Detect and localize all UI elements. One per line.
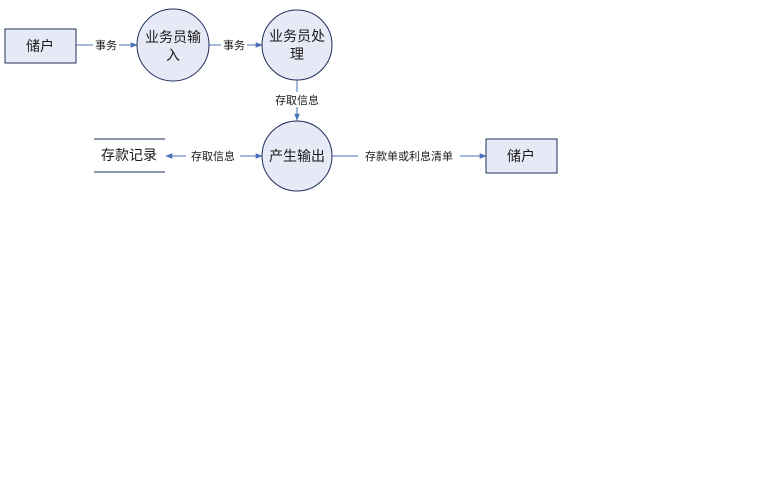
entity-depositor-left: 储户 (4, 28, 77, 64)
entity-depositor-right-label: 储户 (507, 148, 535, 165)
process-produce-output-label: 产生输出 (269, 149, 325, 165)
entity-depositor-left-label: 储户 (26, 38, 54, 55)
flow-label-deposit-slip-or-interest: 存款单或利息清单 (365, 149, 453, 163)
entity-depositor-right: 储户 (485, 138, 558, 174)
process-clerk-processing-label-line2: 理 (290, 47, 304, 63)
process-clerk-input-label-line1: 业务员输 (145, 30, 201, 46)
process-clerk-input: 业务员输 入 (136, 8, 210, 82)
process-produce-output: 产生输出 (261, 120, 333, 192)
process-clerk-input-label-line2: 入 (166, 48, 180, 64)
store-deposit-record: 存款记录 (94, 138, 165, 173)
flow-label-transaction-1: 事务 (95, 39, 117, 52)
store-deposit-record-label: 存款记录 (101, 148, 157, 164)
flow-label-access-info-down: 存取信息 (275, 93, 319, 107)
flow-label-transaction-2: 事务 (223, 39, 245, 52)
process-clerk-processing: 业务员处 理 (261, 9, 333, 81)
process-clerk-processing-label-line1: 业务员处 (269, 29, 325, 45)
flow-labels: 事务 事务 存取信息 存取信息 存款单或利息清单 (93, 37, 460, 163)
flow-label-access-info-left: 存取信息 (191, 149, 235, 163)
